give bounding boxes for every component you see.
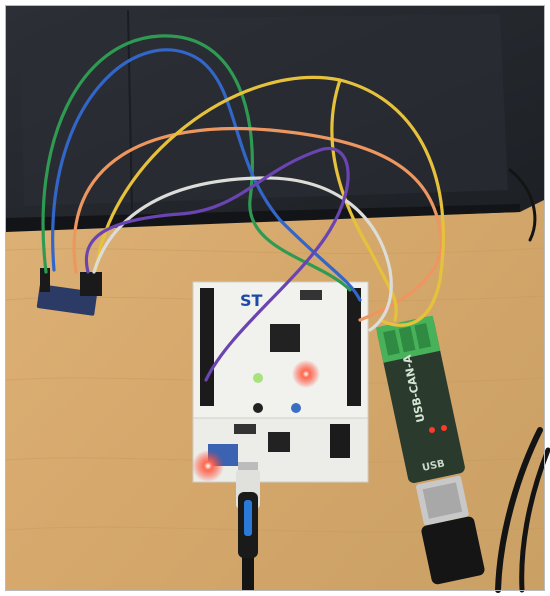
led-glow-board-power (192, 450, 224, 482)
board-usb-cable (236, 470, 260, 590)
usb-cables (495, 168, 550, 593)
led-glow-board-main (292, 360, 320, 388)
wire-blue (51, 48, 362, 302)
jumper-wires (41, 34, 445, 382)
wire-purple (84, 146, 350, 382)
laptop (6, 6, 544, 232)
board-logo: ST (240, 291, 263, 310)
sensor-module (36, 268, 102, 316)
wire-yellow-a (94, 75, 445, 327)
adapter-usb-label: USB (421, 458, 446, 474)
led-glow-green (253, 373, 263, 383)
wire-white (92, 176, 393, 332)
wire-orange (72, 126, 444, 322)
wire-green (41, 34, 352, 292)
nucleo-board: ST (192, 281, 369, 483)
wire-yellow-b (330, 78, 398, 322)
usb-can-adapter: USB-CAN-A USB (375, 315, 485, 585)
